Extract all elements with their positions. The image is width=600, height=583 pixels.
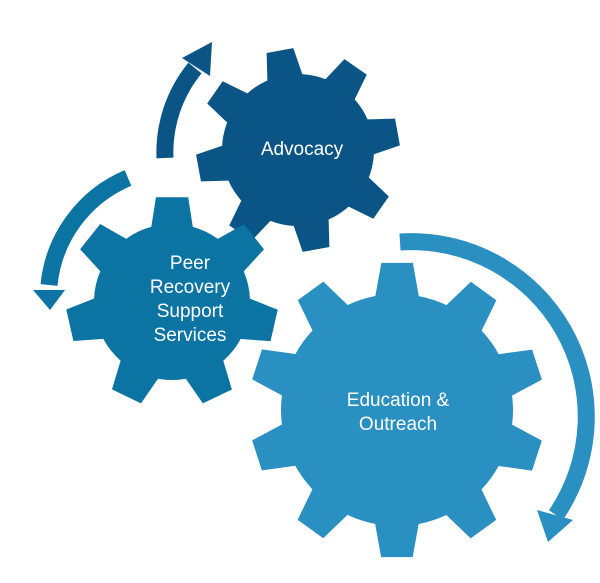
arrow-head-left-icon bbox=[33, 290, 65, 310]
label-line: Support bbox=[156, 301, 224, 322]
arrow-head-right-icon bbox=[537, 510, 573, 542]
label-line: Services bbox=[153, 325, 227, 346]
arrow-head-top-icon bbox=[182, 42, 212, 76]
cycle-arrow-left bbox=[40, 170, 132, 287]
label-line: Recovery bbox=[149, 277, 231, 298]
gear-education-outreach bbox=[252, 262, 542, 558]
cycle-arrow-top bbox=[156, 62, 202, 159]
label-line: Education & bbox=[346, 390, 450, 411]
gear-label-advocacy: Advocacy bbox=[261, 138, 343, 162]
cycle-arrow-right bbox=[399, 233, 595, 520]
gear-advocacy bbox=[196, 48, 400, 252]
label-line: Advocacy bbox=[260, 139, 344, 160]
gear-peer-recovery bbox=[66, 197, 278, 404]
label-line: Outreach bbox=[358, 414, 438, 435]
label-line: Peer bbox=[169, 253, 211, 274]
gear-label-peer: Peer Recovery Support Services bbox=[150, 252, 230, 348]
gear-label-education: Education & Outreach bbox=[347, 389, 449, 437]
